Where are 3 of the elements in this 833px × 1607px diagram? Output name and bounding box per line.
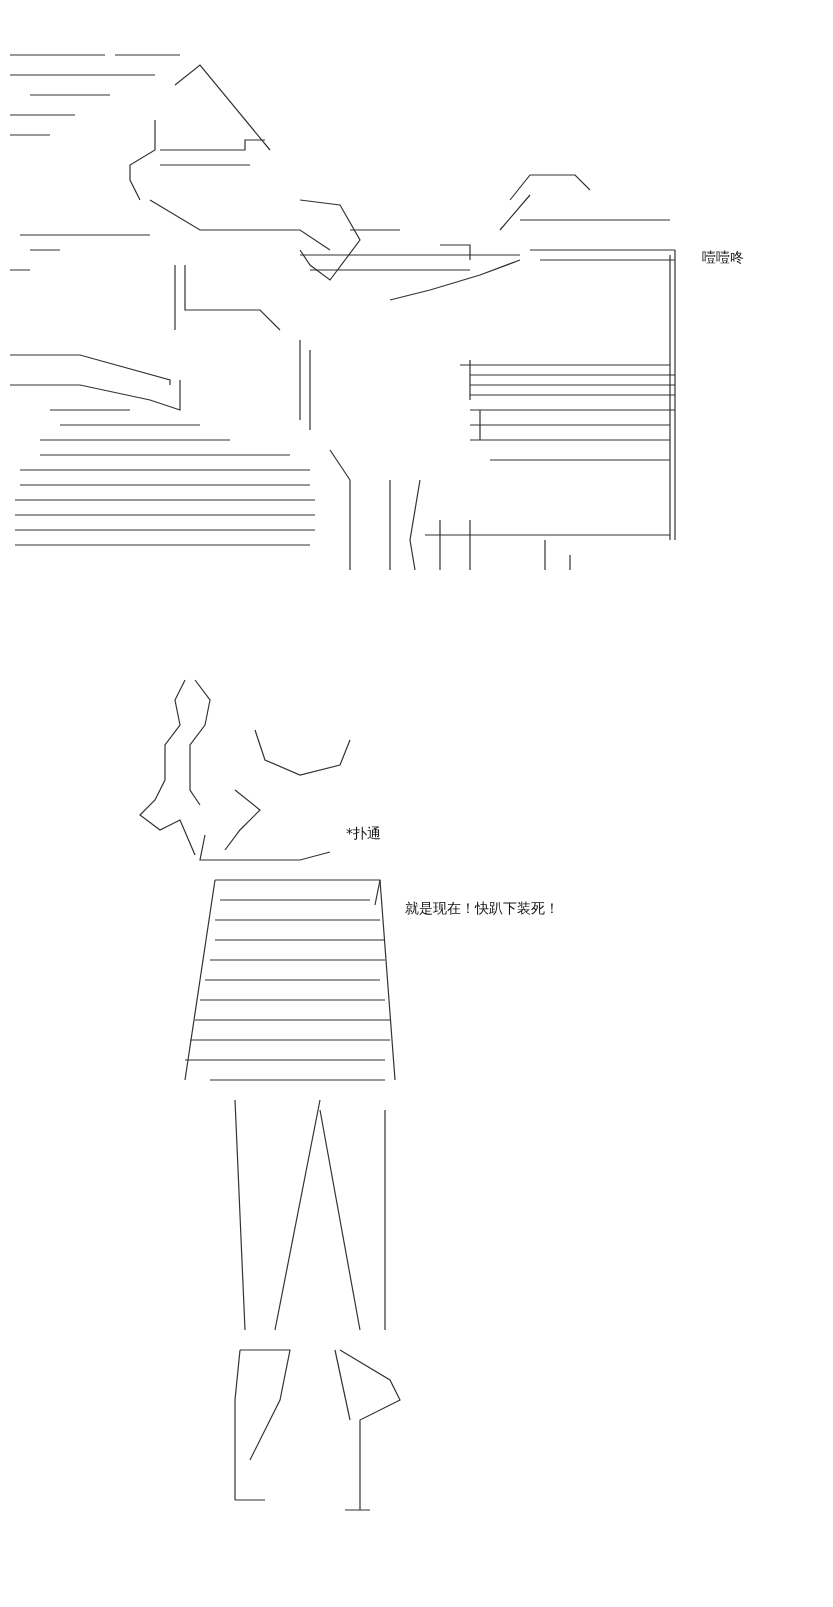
sound-effect-text: *扑通: [346, 826, 381, 840]
speech-text: 就是现在！快趴下装死！: [405, 901, 559, 915]
sound-effect-text: 噎噎咚: [702, 250, 744, 264]
